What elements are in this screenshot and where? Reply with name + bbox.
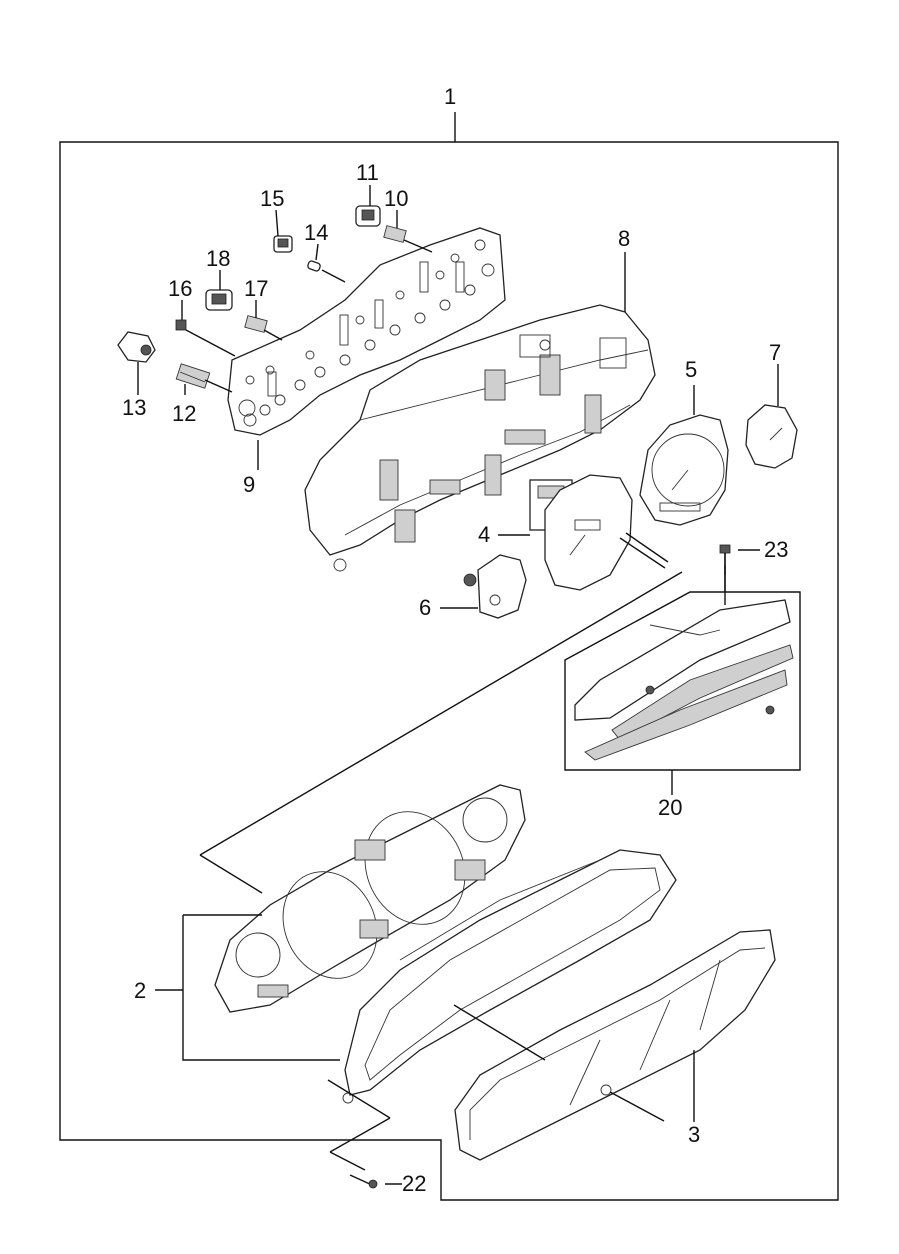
bulb-12 [175,363,211,389]
callout-2: 2 [134,978,146,1003]
speedometer-dial [529,474,669,591]
callout-17: 17 [244,276,268,301]
callout-22: 22 [402,1171,426,1196]
circuit-board [227,227,506,436]
fuel-gauge [745,404,798,469]
screw-22 [349,1174,378,1189]
callout-3: 3 [688,1122,700,1147]
callout-10: 10 [384,186,408,211]
callout-11: 11 [356,160,379,185]
callout-5: 5 [685,357,697,382]
assembly-boundary [59,112,839,1201]
bulb-socket-13 [117,331,156,363]
bulb-socket-18 [205,289,233,311]
callout-16: 16 [168,276,192,301]
bulb-10 [383,225,407,243]
callout-6: 6 [419,595,431,620]
callout-8: 8 [618,226,630,251]
bulb-socket-11 [355,205,381,227]
callout-labels: 1 11 10 15 14 18 16 17 8 13 12 7 5 9 4 2… [122,84,788,1196]
callout-12: 12 [172,401,196,426]
light-guide-assembly [564,591,801,771]
callout-7: 7 [769,340,781,365]
callout-20: 20 [658,795,682,820]
face-plate [214,784,526,1013]
callout-4: 4 [478,522,490,547]
temperature-gauge [463,554,527,619]
callout-15: 15 [260,186,284,211]
callout-13: 13 [122,395,146,420]
callout-9: 9 [243,472,255,497]
callout-1: 1 [444,84,456,109]
lens-cover [454,929,776,1161]
tachometer-dial [639,414,729,526]
callout-18: 18 [206,246,230,271]
bulb-socket-15 [273,235,293,253]
bulb-14 [307,260,321,272]
cluster-housing [304,304,656,572]
callout-14: 14 [304,220,328,245]
bulb-16 [175,319,187,331]
callout-23: 23 [764,537,788,562]
bulb-17 [244,315,268,333]
bezel [342,849,677,1104]
leader-lines [137,185,779,1185]
